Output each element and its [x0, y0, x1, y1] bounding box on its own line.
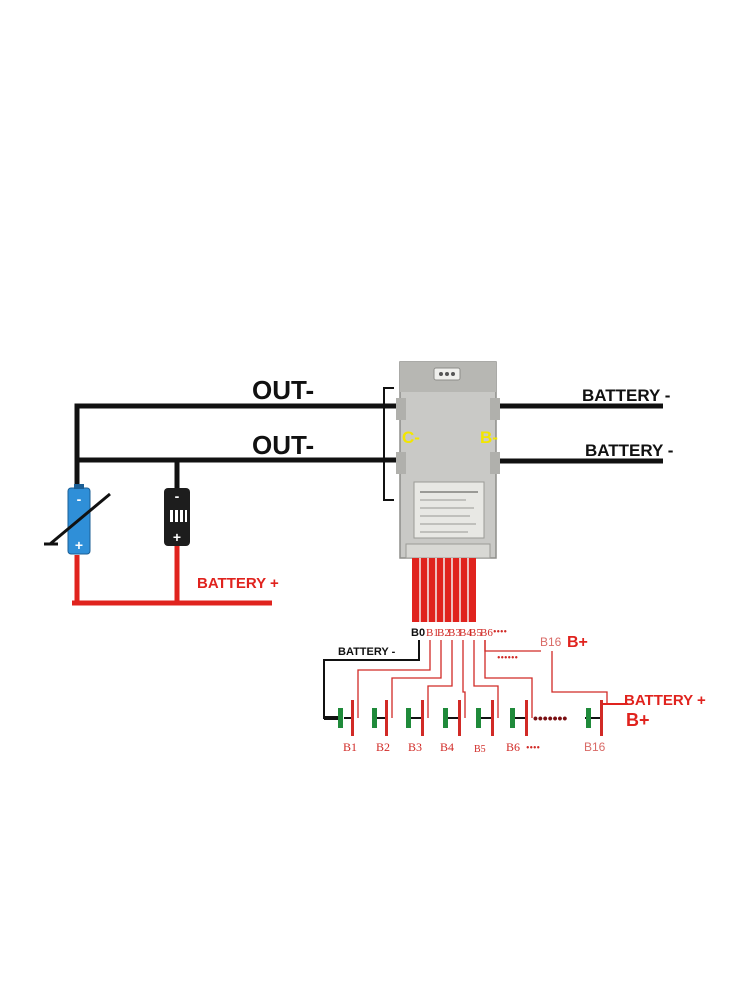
- out-minus-top-wire: [74, 403, 400, 492]
- load-minus-sign: -: [175, 488, 180, 504]
- cell-label: B3: [408, 740, 422, 754]
- tap-label: B1: [426, 627, 439, 639]
- b16-plus-tap-label: B16: [540, 635, 562, 649]
- tap-label: B3: [448, 627, 461, 639]
- tap-ellipsis: ••••: [493, 627, 507, 638]
- cell-label: B2: [376, 740, 390, 754]
- out-minus-bottom-label: OUT-: [252, 430, 314, 460]
- out-minus-top-label: OUT-: [252, 375, 314, 405]
- cell-b1-symbol: [338, 700, 354, 736]
- battery-plus-left-label: BATTERY +: [197, 575, 279, 592]
- tap-label: B4: [459, 627, 472, 639]
- cell-label: B5: [474, 744, 486, 755]
- cell-label: B16: [584, 740, 606, 754]
- balance-tap-wires: [357, 640, 608, 718]
- tap-label: B0: [411, 627, 425, 639]
- cell-b16-symbol: [586, 700, 603, 736]
- cell-symbols: [338, 700, 603, 736]
- battery-minus-mid-label: BATTERY -: [585, 441, 673, 460]
- load-plus-sign: +: [173, 529, 181, 545]
- cell-label: B4: [440, 740, 454, 754]
- balance-ribbon-cable: [412, 558, 476, 622]
- battery-minus-cells-label: BATTERY -: [338, 646, 396, 658]
- cell-b2-symbol: [372, 700, 388, 736]
- tap-ellipsis-mid: ••••••: [497, 653, 518, 664]
- cell-labels: B1 B2 B3 B4 B5 B6 •••• B16: [343, 740, 606, 755]
- b16-plus-suffix-label: B+: [567, 634, 588, 651]
- cell-string-ellipsis: •••••••: [533, 710, 567, 726]
- tap-label: B6: [480, 627, 493, 639]
- cell-b3-symbol: [406, 700, 424, 736]
- tap-label: B2: [437, 627, 450, 639]
- output-wires: [74, 403, 663, 492]
- thin-jumper-wire: [383, 387, 394, 501]
- cell-b4-symbol: [443, 700, 461, 736]
- charger-minus-sign: -: [77, 491, 82, 507]
- cell-b5-symbol: [476, 700, 494, 736]
- tap-labels: B0 B1 B2 B3 B4 B5 B6 ••••: [411, 627, 507, 639]
- load-device-icon: - +: [164, 488, 190, 546]
- bms-board-image: C- B-: [396, 361, 500, 559]
- cell-label-ellipsis: ••••: [526, 743, 540, 754]
- b-minus-label: B-: [480, 428, 498, 447]
- charger-battery-icon: - +: [44, 484, 111, 555]
- battery-minus-cell-wire: [323, 640, 420, 720]
- battery-plus-wire: [72, 545, 272, 606]
- cell-b6-symbol: [510, 700, 528, 736]
- cell-label: B6: [506, 740, 520, 754]
- battery-minus-top-label: BATTERY -: [582, 386, 670, 405]
- battery-plus-right-label: BATTERY +: [624, 692, 706, 709]
- b-plus-right-label: B+: [626, 710, 650, 730]
- tap-label: B5: [469, 627, 482, 639]
- cell-label: B1: [343, 740, 357, 754]
- charger-plus-sign: +: [75, 537, 83, 553]
- c-minus-label: C-: [402, 428, 420, 447]
